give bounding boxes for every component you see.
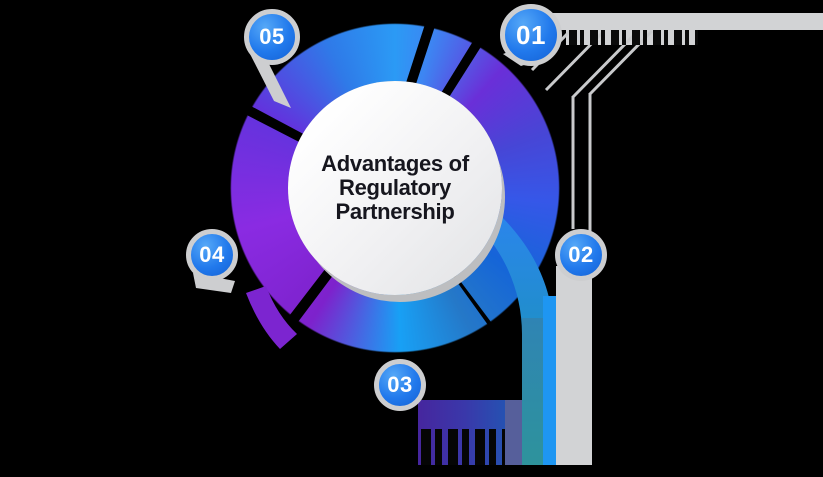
badge-03: 03 — [374, 359, 426, 411]
badge-05: 05 — [244, 9, 300, 65]
badge-04-number: 04 — [199, 242, 225, 267]
badge-01-number: 01 — [516, 19, 546, 50]
title-line-2: Regulatory — [339, 175, 451, 200]
badge-02-number: 02 — [568, 242, 594, 267]
blue-stripe — [543, 296, 556, 465]
badge-03-number: 03 — [387, 372, 413, 397]
right-swoosh-tail — [480, 215, 554, 334]
title-line-3: Partnership — [335, 199, 455, 224]
ring-segment-notches — [241, 18, 497, 330]
title-line-1: Advantages of — [321, 151, 469, 176]
left-swoosh-tail — [246, 286, 297, 349]
badge-01: 01 — [500, 4, 562, 66]
teal-stripe — [522, 318, 543, 465]
illegible-text-fragment-top — [569, 30, 698, 45]
illegible-text-fragment-block — [421, 429, 505, 465]
label-band — [511, 12, 823, 31]
badge-02: 02 — [555, 229, 607, 281]
page-title: Advantages of Regulatory Partnership — [321, 152, 469, 224]
gray-stripe — [556, 266, 592, 465]
badge-05-number: 05 — [259, 24, 285, 49]
badge-04: 04 — [186, 229, 238, 281]
center-circle: Advantages of Regulatory Partnership — [288, 81, 502, 295]
slate-stripe — [505, 400, 522, 465]
